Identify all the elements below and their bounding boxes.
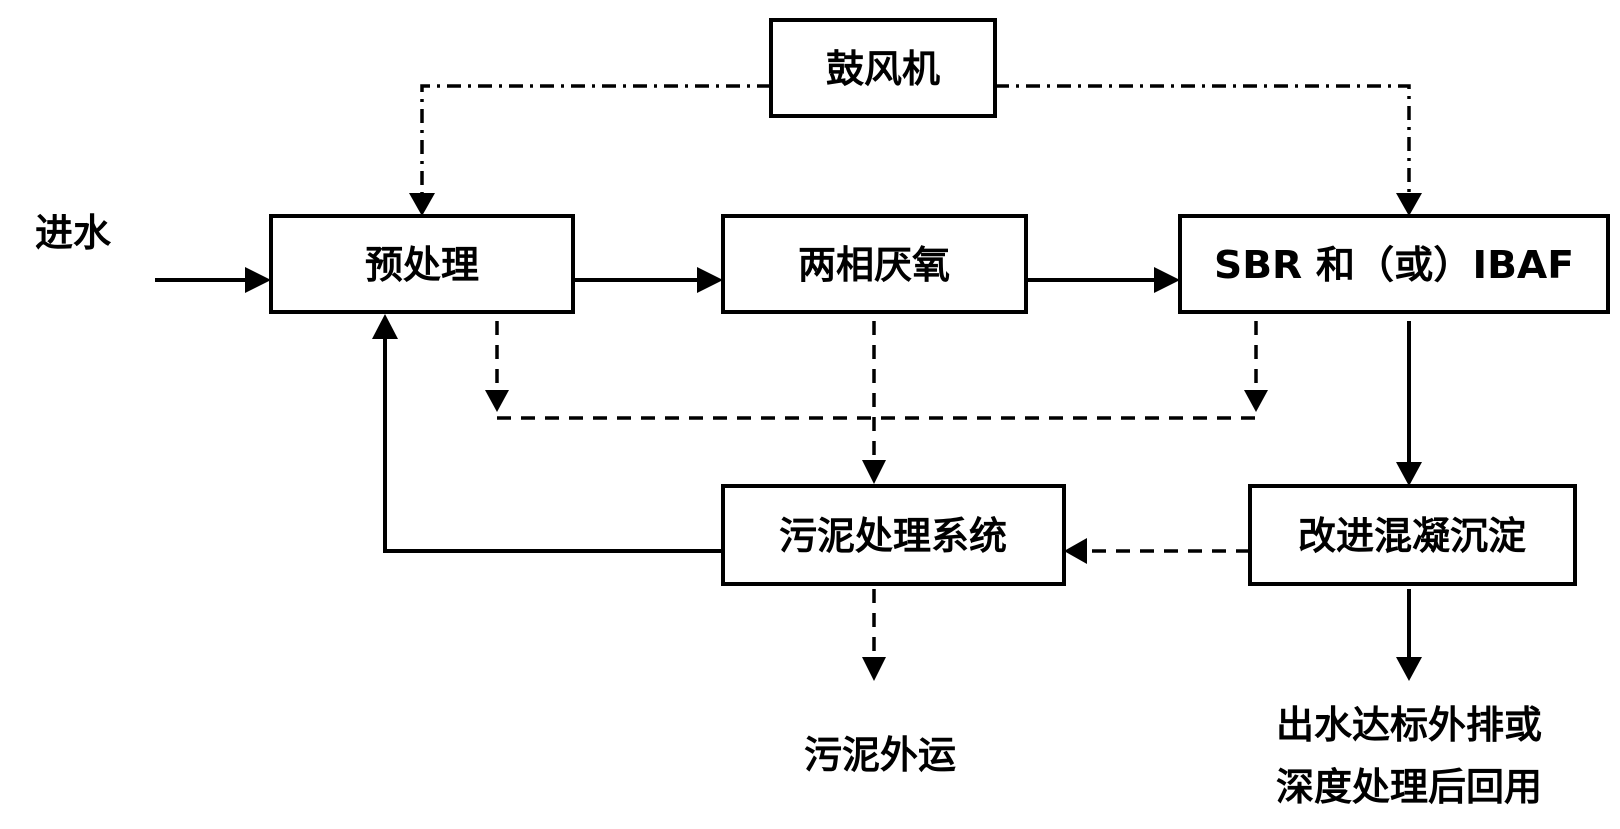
sludge-out-arrow	[862, 657, 886, 681]
coagulation-to-sludge-arrow	[1064, 538, 1087, 564]
inflow-label: 进水	[35, 211, 112, 255]
sludge-return-to-pretreatment-line	[383, 336, 723, 553]
blower-label: 鼓风机	[826, 47, 940, 91]
coagulation-to-effluent-arrow	[1396, 657, 1422, 681]
air-supply-lines	[409, 84, 1422, 216]
air-line-to-sbr	[995, 84, 1411, 195]
sludge-flow-lines	[485, 321, 1268, 681]
coagulation-label: 改进混凝沉淀	[1298, 514, 1526, 558]
effluent-label-line2: 深度处理后回用	[1276, 765, 1542, 809]
coagulation-box: 改进混凝沉淀	[1248, 484, 1577, 586]
two-phase-anaerobic-label: 两相厌氧	[798, 243, 950, 287]
sludge-treatment-box: 污泥处理系统	[721, 484, 1066, 586]
anaerobic-to-sbr-arrow	[1154, 267, 1180, 293]
anaerobic-to-sludge-arrow	[862, 460, 886, 484]
main-water-flow	[155, 267, 1422, 681]
sludge-return-to-pretreatment-arrow	[372, 314, 398, 339]
air-arrow-to-sbr	[1396, 193, 1422, 216]
pretreatment-to-anaerobic-arrow	[697, 267, 723, 293]
sbr-ibaf-box: SBR 和（或）IBAF	[1178, 214, 1610, 314]
sbr-to-coagulation-arrow	[1396, 462, 1422, 486]
pretreatment-sludge-arrow	[485, 390, 509, 412]
pretreatment-label: 预处理	[365, 243, 479, 287]
effluent-label-line1: 出水达标外排或	[1276, 703, 1542, 747]
sludge-out-label: 污泥外运	[804, 733, 956, 777]
sbr-sludge-arrow	[1244, 390, 1268, 412]
blower-box: 鼓风机	[769, 18, 997, 118]
two-phase-anaerobic-box: 两相厌氧	[721, 214, 1028, 314]
sbr-ibaf-label: SBR 和（或）IBAF	[1214, 243, 1574, 287]
inflow-arrow	[245, 267, 271, 293]
sludge-treatment-label: 污泥处理系统	[779, 514, 1007, 558]
air-line-to-pretreatment	[420, 84, 771, 195]
air-arrow-to-pretreatment	[409, 193, 435, 216]
pretreatment-box: 预处理	[269, 214, 575, 314]
